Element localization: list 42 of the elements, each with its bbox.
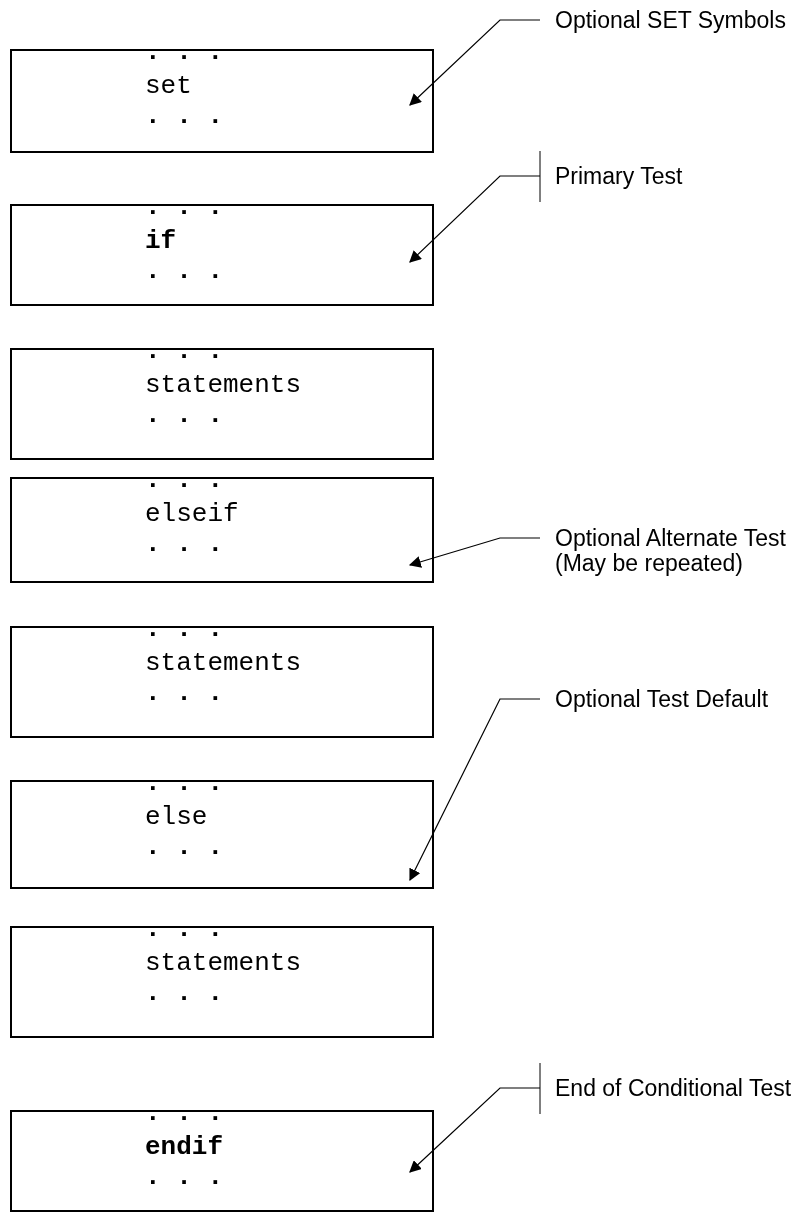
- ellipsis-text: . . .: [145, 1100, 223, 1126]
- code-block-box: [10, 626, 434, 738]
- code-text: endif: [145, 1134, 223, 1160]
- ellipsis-text: . . .: [145, 616, 223, 642]
- ellipsis-text: . . .: [145, 103, 223, 129]
- code-text: statements: [145, 372, 302, 398]
- code-block-box: [10, 348, 434, 460]
- code-block-box: [10, 780, 434, 889]
- code-text: if: [145, 228, 177, 254]
- code-text: statements: [145, 950, 302, 976]
- ellipsis-text: . . .: [145, 980, 223, 1006]
- code-block-box: [10, 477, 434, 583]
- ellipsis-text: . . .: [145, 531, 223, 557]
- callout-label: Optional Alternate Test (May be repeated): [555, 526, 805, 576]
- callout-label: Primary Test: [555, 164, 805, 189]
- callout-label: Optional Test Default: [555, 687, 805, 712]
- code-text: statements: [145, 650, 302, 676]
- leader-arrow: [409, 698, 541, 882]
- code-text: set: [145, 73, 192, 99]
- code-block-box: [10, 1110, 434, 1212]
- ellipsis-text: . . .: [145, 338, 223, 364]
- ellipsis-text: . . .: [145, 1164, 223, 1190]
- code-block-box: [10, 204, 434, 306]
- ellipsis-text: . . .: [145, 916, 223, 942]
- leader-arrow: [409, 1062, 541, 1173]
- ellipsis-text: . . .: [145, 194, 223, 220]
- callout-label: Optional SET Symbols: [555, 8, 805, 33]
- callout-label: End of Conditional Test: [555, 1076, 805, 1101]
- ellipsis-text: . . .: [145, 834, 223, 860]
- ellipsis-text: . . .: [145, 402, 223, 428]
- leader-arrow: [409, 19, 541, 106]
- ellipsis-text: . . .: [145, 39, 223, 65]
- ellipsis-text: . . .: [145, 467, 223, 493]
- ellipsis-text: . . .: [145, 680, 223, 706]
- ellipsis-text: . . .: [145, 770, 223, 796]
- code-block-box: [10, 926, 434, 1038]
- code-text: elseif: [145, 501, 239, 527]
- code-block-box: [10, 49, 434, 153]
- code-text: else: [145, 804, 208, 830]
- leader-arrow: [408, 537, 541, 568]
- ellipsis-text: . . .: [145, 258, 223, 284]
- leader-arrow: [409, 150, 541, 263]
